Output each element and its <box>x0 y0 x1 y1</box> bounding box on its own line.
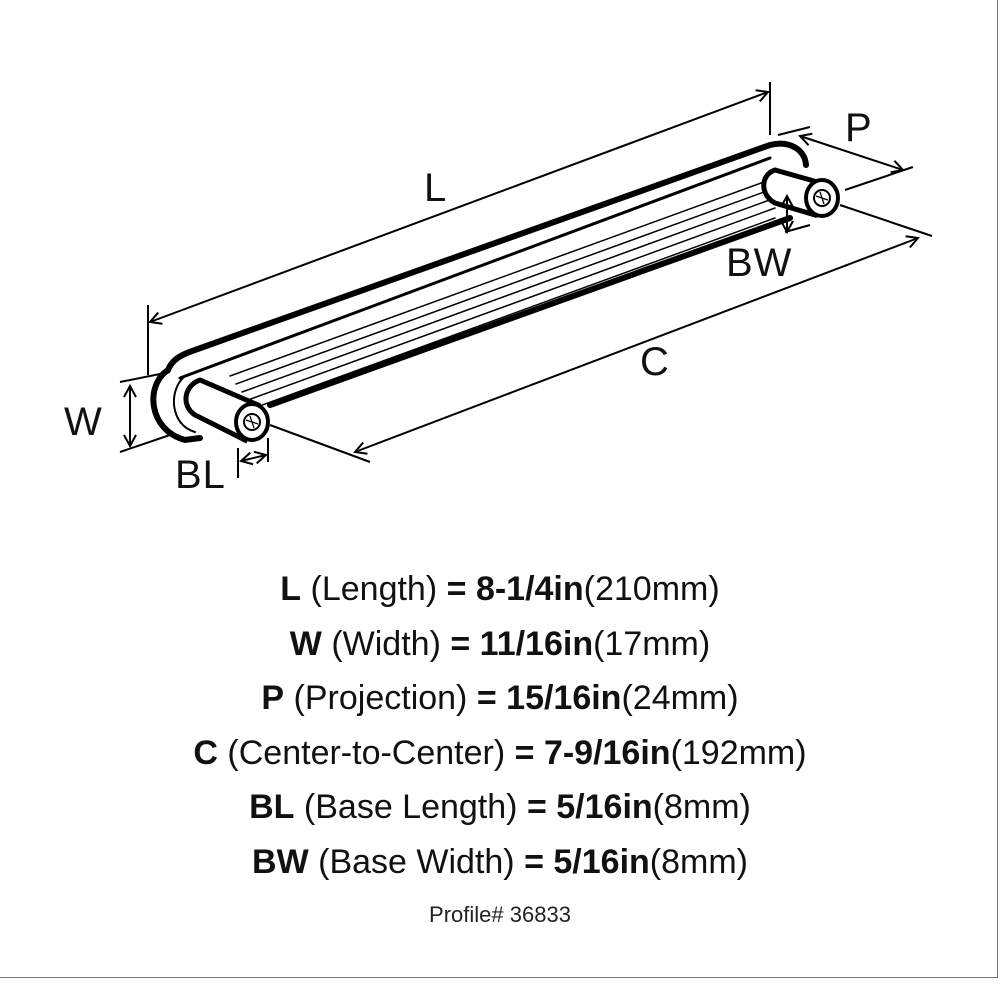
dim-label-length: L <box>424 166 448 210</box>
spec-row-base-width: BW (Base Width) = 5/16in(8mm) <box>0 835 1000 890</box>
dim-label-projection: P <box>845 106 873 150</box>
spec-imperial: 11/16in <box>479 624 594 663</box>
left-post <box>183 377 270 444</box>
spec-row-length: L (Length) = 8-1/4in(210mm) <box>0 562 1000 617</box>
spec-name: (Center-to-Center) <box>227 733 506 772</box>
spec-name: (Base Width) <box>318 842 515 881</box>
bar-body <box>150 140 809 444</box>
spec-metric: (192mm) <box>670 733 807 772</box>
spec-imperial: 5/16in <box>553 842 650 881</box>
spec-row-width: W (Width) = 11/16in(17mm) <box>0 617 1000 672</box>
spec-code: W <box>289 624 322 663</box>
spec-equals: = <box>526 788 547 826</box>
spec-equals: = <box>514 733 535 772</box>
right-post <box>761 167 840 219</box>
image-frame <box>0 0 998 978</box>
spec-code: C <box>193 733 218 772</box>
spec-name: (Width) <box>331 624 441 663</box>
spec-row-projection: P (Projection) = 15/16in(24mm) <box>0 671 1000 726</box>
spec-name: (Length) <box>310 570 438 608</box>
dim-label-width: W <box>64 400 103 444</box>
spec-metric: (24mm) <box>621 679 739 717</box>
spec-imperial: 15/16in <box>506 679 622 717</box>
dim-label-center-to-center: C <box>640 340 670 384</box>
spec-row-center-to-center: C (Center-to-Center) = 7-9/16in(192mm) <box>0 726 1000 781</box>
dim-label-base-width: BW <box>726 241 793 285</box>
spec-code: P <box>261 679 285 717</box>
pull-dimension-drawing <box>119 82 933 478</box>
spec-metric: (8mm) <box>652 788 751 826</box>
spec-code: BL <box>249 788 295 826</box>
spec-equals: = <box>446 570 467 608</box>
profile-number: Profile# 36833 <box>429 902 571 927</box>
spec-code: L <box>280 570 302 608</box>
spec-list: L (Length) = 8-1/4in(210mm) W (Width) = … <box>0 562 1000 889</box>
spec-equals: = <box>524 842 544 881</box>
spec-imperial: 7-9/16in <box>543 733 671 772</box>
spec-equals: = <box>476 679 497 717</box>
spec-imperial: 5/16in <box>556 788 653 826</box>
spec-imperial: 8-1/4in <box>475 570 584 608</box>
spec-name: (Projection) <box>293 679 468 717</box>
dim-label-base-length: BL <box>175 453 226 497</box>
spec-code: BW <box>252 842 309 881</box>
dimension-lines <box>119 82 933 478</box>
spec-metric: (17mm) <box>593 624 711 663</box>
spec-metric: (8mm) <box>649 842 748 881</box>
spec-name: (Base Length) <box>303 788 518 826</box>
spec-equals: = <box>450 624 471 663</box>
spec-metric: (210mm) <box>583 570 720 608</box>
spec-row-base-length: BL (Base Length) = 5/16in(8mm) <box>0 780 1000 835</box>
